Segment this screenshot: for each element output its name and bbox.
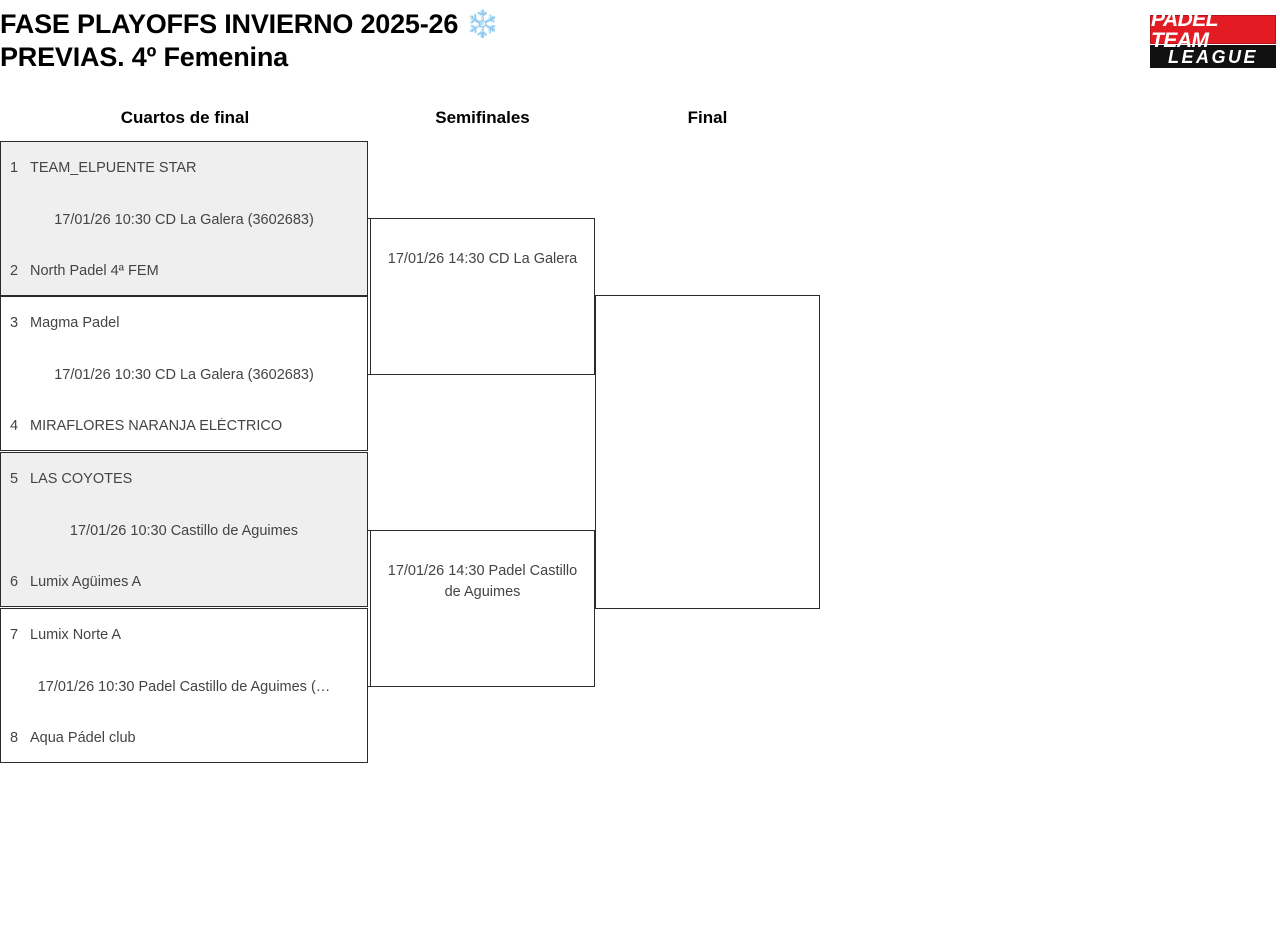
page-title: FASE PLAYOFFS INVIERNO 2025-26 ❄️ PREVIA… — [0, 9, 499, 72]
logo-padel-team-banner: PADEL TEAM — [1150, 9, 1276, 51]
match-team-top[interactable]: 7 Lumix Norte A — [1, 627, 367, 643]
team-name: Magma Padel — [30, 315, 120, 331]
match-semifinal-2[interactable]: 17/01/26 14:30 Padel Castillo de Aguimes — [370, 530, 595, 687]
match-quarterfinal-2[interactable]: 3 Magma Padel 17/01/26 10:30 CD La Galera… — [0, 296, 368, 451]
match-quarterfinal-1[interactable]: 1 TEAM_ELPUENTE STAR 17/01/26 10:30 CD La… — [0, 141, 368, 296]
match-schedule: 17/01/26 10:30 CD La Galera (3602683) — [54, 212, 314, 228]
seed-number: 1 — [10, 160, 19, 176]
logo-league-text: LEAGUE — [1167, 46, 1258, 67]
brand-logo: PADEL TEAM LEAGUE — [1150, 9, 1276, 68]
team-name: Lumix Agüimes A — [30, 574, 142, 590]
match-quarterfinal-3[interactable]: 5 LAS COYOTES 17/01/26 10:30 Castillo de … — [0, 452, 368, 607]
round-header-semifinales: Semifinales — [435, 108, 530, 127]
match-schedule: 17/01/26 10:30 CD La Galera (3602683) — [54, 367, 314, 383]
team-name: Aqua Pádel club — [30, 730, 136, 746]
match-final[interactable] — [595, 295, 820, 609]
match-team-bottom[interactable]: 2 North Padel 4ª FEM — [1, 263, 367, 279]
match-team-bottom[interactable]: 8 Aqua Pádel club — [1, 730, 367, 746]
match-quarterfinal-4[interactable]: 7 Lumix Norte A 17/01/26 10:30 Padel Cast… — [0, 608, 368, 763]
seed-number: 7 — [10, 627, 19, 643]
match-schedule: 17/01/26 10:30 Castillo de Aguimes — [69, 523, 299, 539]
match-team-bottom[interactable]: 6 Lumix Agüimes A — [1, 574, 367, 590]
match-team-top[interactable]: 1 TEAM_ELPUENTE STAR — [1, 160, 367, 176]
seed-number: 2 — [10, 263, 19, 279]
seed-number: 3 — [10, 315, 19, 331]
seed-number: 8 — [10, 730, 19, 746]
seed-number: 5 — [10, 471, 19, 487]
team-name: LAS COYOTES — [30, 471, 133, 487]
team-name: North Padel 4ª FEM — [30, 263, 159, 279]
match-schedule: 17/01/26 14:30 CD La Galera — [387, 251, 578, 267]
seed-number: 6 — [10, 574, 19, 590]
team-name: MIRAFLORES NARANJA ELÉCTRICO — [30, 418, 283, 434]
match-team-top[interactable]: 5 LAS COYOTES — [1, 471, 367, 487]
round-header-final: Final — [687, 108, 728, 127]
match-team-bottom[interactable]: 4 MIRAFLORES NARANJA ELÉCTRICO — [1, 418, 367, 434]
logo-padel-team-text: PADEL TEAM — [1151, 7, 1218, 52]
match-schedule: 17/01/26 14:30 Padel Castillo de Aguimes — [387, 563, 578, 600]
logo-league-banner: LEAGUE — [1150, 45, 1276, 68]
match-schedule: 17/01/26 10:30 Padel Castillo de Aguimes… — [37, 679, 331, 695]
match-semifinal-1[interactable]: 17/01/26 14:30 CD La Galera — [370, 218, 595, 375]
round-header-cuartos: Cuartos de final — [120, 108, 250, 127]
team-name: TEAM_ELPUENTE STAR — [30, 160, 197, 176]
team-name: Lumix Norte A — [30, 627, 122, 643]
match-team-top[interactable]: 3 Magma Padel — [1, 315, 367, 331]
seed-number: 4 — [10, 418, 19, 434]
